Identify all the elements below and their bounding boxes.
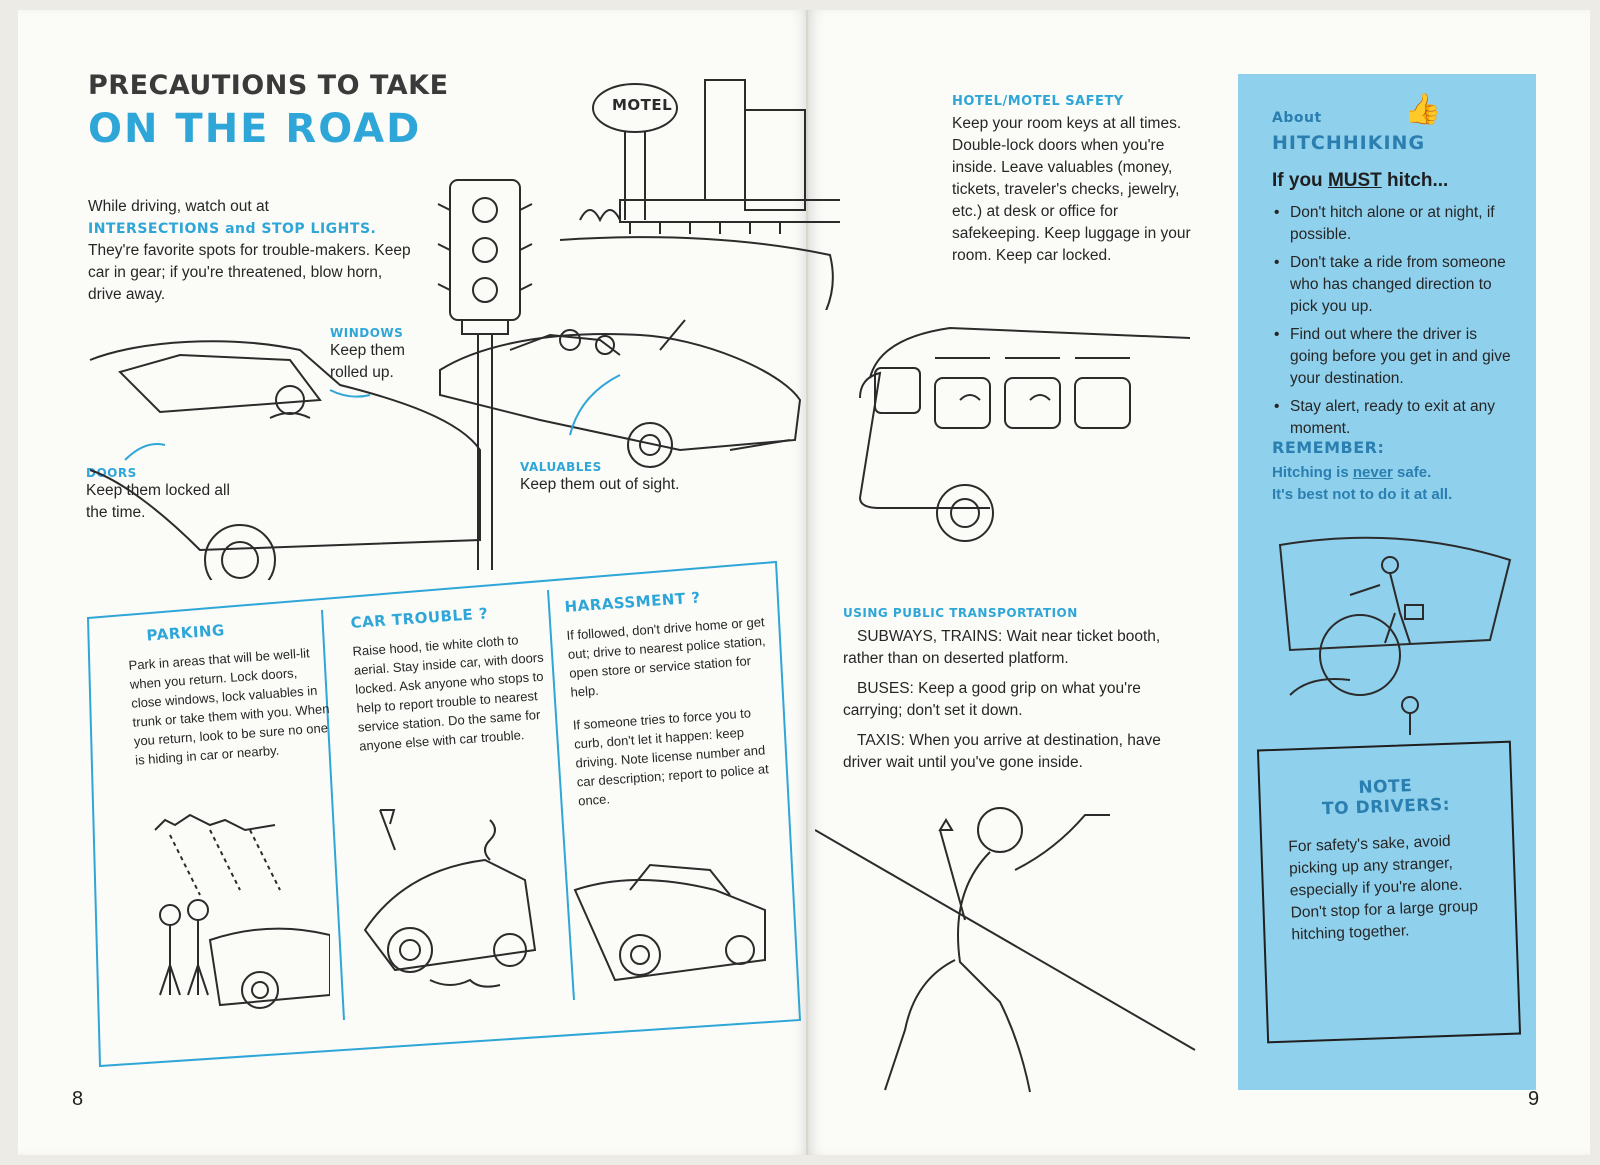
hitch-heading: HITCHHIKING xyxy=(1272,132,1426,154)
intro-highlight: INTERSECTIONS and STOP LIGHTS. xyxy=(88,221,377,237)
tips-panel xyxy=(86,560,802,1070)
hitch-if-must: If you MUST hitch... xyxy=(1272,170,1448,192)
remember-pre: Hitching is xyxy=(1272,464,1353,481)
hitch-tip: Don't take a ride from someone who has c… xyxy=(1270,252,1515,318)
hotel-safety-block: HOTEL/MOTEL SAFETY Keep your room keys a… xyxy=(952,94,1192,267)
doors-heading: DOORS xyxy=(86,466,137,480)
car-hitchhiker-illustration xyxy=(1270,535,1530,735)
hitch-about: About xyxy=(1272,110,1322,126)
taxis-text: TAXIS: When you arrive at destination, h… xyxy=(843,732,1161,771)
car-trouble-column: CAR TROUBLE ? Raise hood, tie white clot… xyxy=(350,600,559,756)
harassment-column: HARASSMENT ? If followed, don't drive ho… xyxy=(564,584,778,810)
parking-column: PARKING Park in areas that will be well-… xyxy=(126,614,335,770)
note-text: For safety's sake, avoid picking up any … xyxy=(1288,832,1479,944)
hitch-tip: Stay alert, ready to exit at any moment. xyxy=(1270,396,1515,440)
bus-illustration xyxy=(840,318,1200,568)
intro-block: While driving, watch out at INTERSECTION… xyxy=(88,196,418,306)
windows-heading: WINDOWS xyxy=(330,326,404,340)
intro-line: While driving, watch out at xyxy=(88,198,269,215)
title-line-2: ON THE ROAD xyxy=(88,106,422,152)
intro-rest: They're favorite spots for trouble-maker… xyxy=(88,242,411,303)
public-transportation-block: USING PUBLIC TRANSPORTATION SUBWAYS, TRA… xyxy=(843,606,1193,774)
hitch-tip: Don't hitch alone or at night, if possib… xyxy=(1270,202,1515,246)
hitchhiker-knife-illustration xyxy=(815,800,1205,1100)
remember-line-1: Hitching is never safe. xyxy=(1272,464,1431,481)
motel-illustration xyxy=(540,70,840,310)
windows-text: Keep them rolled up. xyxy=(330,342,405,381)
hitch-tips-list: Don't hitch alone or at night, if possib… xyxy=(1270,202,1515,446)
thumbs-up-icon: 👍 xyxy=(1404,93,1442,126)
remember-heading: REMEMBER: xyxy=(1272,438,1385,457)
parking-text: Park in areas that will be well-lit when… xyxy=(128,645,330,768)
remember-line-2: It's best not to do it at all. xyxy=(1272,486,1453,503)
valuables-callout: VALUABLES Keep them out of sight. xyxy=(520,460,740,496)
remember-never: never xyxy=(1352,464,1393,481)
hitch-must: MUST xyxy=(1327,170,1382,191)
harassment-text-2: If someone tries to force you to curb, d… xyxy=(572,705,770,809)
note-to-drivers-box: NOTE TO DRIVERS: For safety's sake, avoi… xyxy=(1256,740,1522,1044)
hitch-if-pre: If you xyxy=(1272,170,1328,191)
street-illustration xyxy=(80,150,820,580)
hotel-safety-text: Keep your room keys at all times. Double… xyxy=(952,115,1191,264)
subways-text: SUBWAYS, TRAINS: Wait near ticket booth,… xyxy=(843,628,1161,667)
page-number-left: 8 xyxy=(72,1088,84,1110)
public-transportation-heading: USING PUBLIC TRANSPORTATION xyxy=(843,606,1078,620)
car-trouble-text: Raise hood, tie white cloth to aerial. S… xyxy=(352,632,545,754)
buses-text: BUSES: Keep a good grip on what you're c… xyxy=(843,680,1141,719)
harassment-illustration xyxy=(570,850,780,990)
hitch-tip: Find out where the driver is going befor… xyxy=(1270,324,1515,390)
hotel-safety-heading: HOTEL/MOTEL SAFETY xyxy=(952,94,1124,109)
hitch-if-post: hitch... xyxy=(1381,170,1449,191)
parking-illustration xyxy=(150,810,330,1030)
remember-post: safe. xyxy=(1392,464,1432,481)
motel-sign-text: MOTEL xyxy=(612,96,673,114)
windows-callout: WINDOWS Keep them rolled up. xyxy=(330,326,440,384)
title-line-1: PRECAUTIONS TO TAKE xyxy=(88,70,449,101)
valuables-heading: VALUABLES xyxy=(520,460,602,474)
harassment-text-1: If followed, don't drive home or get out… xyxy=(566,614,766,700)
car-trouble-illustration xyxy=(360,800,550,1010)
valuables-text: Keep them out of sight. xyxy=(520,476,680,493)
page-number-right: 9 xyxy=(1528,1088,1540,1110)
